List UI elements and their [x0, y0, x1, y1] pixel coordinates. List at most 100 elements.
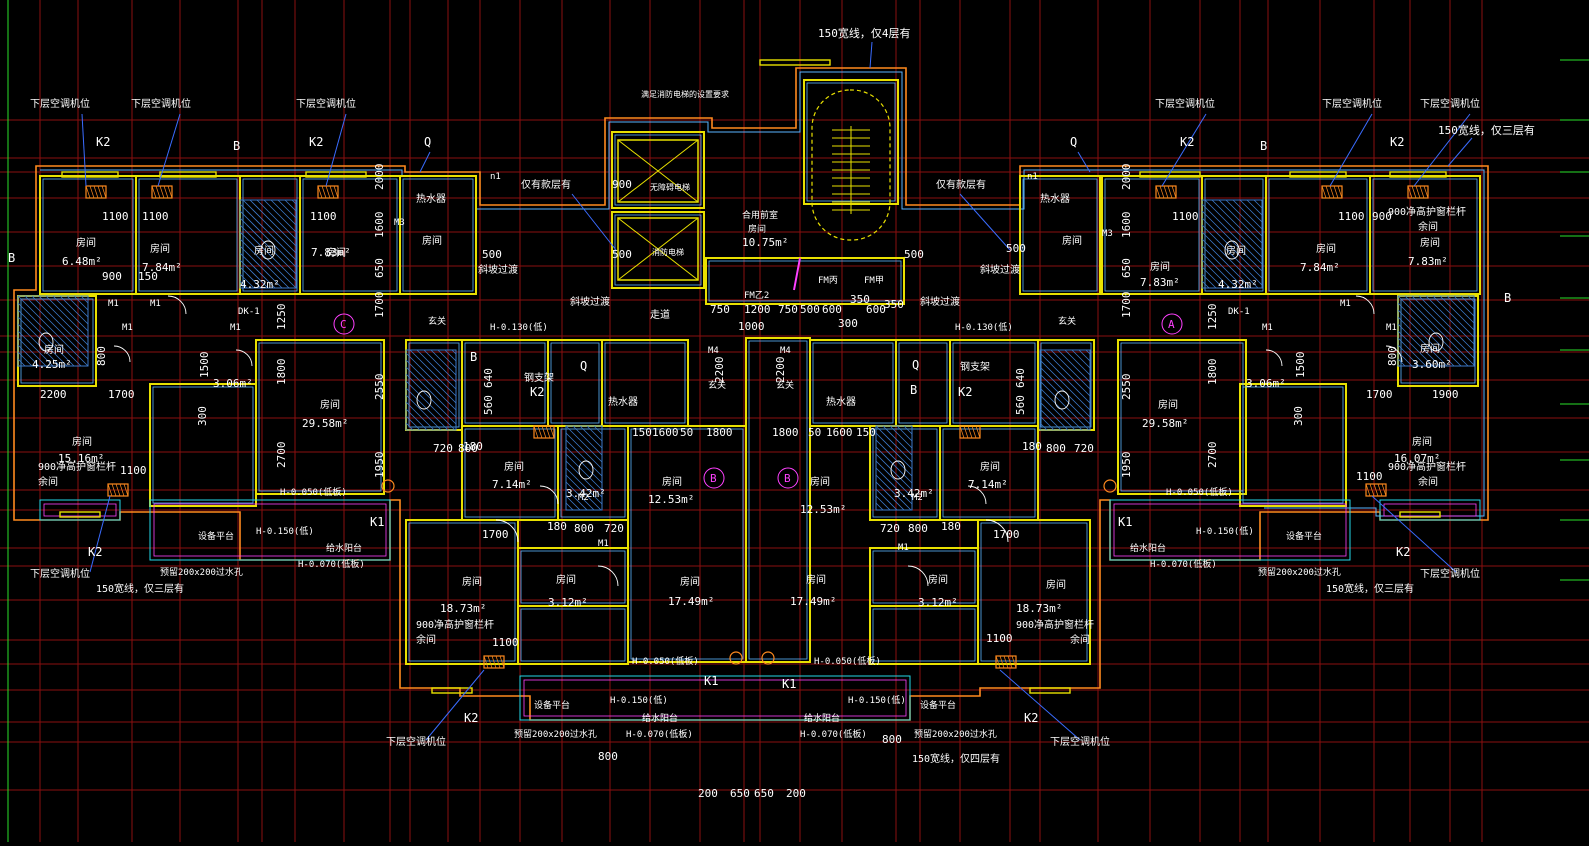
storage-l: 余间 — [38, 475, 58, 488]
b-label-2: B — [1260, 139, 1267, 153]
bath-hatch-line — [17, 330, 54, 367]
bath-hatch-line — [416, 349, 457, 390]
bath-hatch-line — [1418, 295, 1475, 352]
leader-line — [999, 669, 1081, 741]
bath-hatch-frame — [239, 199, 297, 289]
window-bar — [61, 171, 119, 178]
room-label-r4: 房间 — [1316, 242, 1336, 255]
bath-hatch-line — [284, 199, 297, 212]
k2-label-cl: K2 — [530, 385, 544, 399]
bath-hatch-line — [405, 401, 435, 431]
ac-hatch — [85, 185, 91, 199]
bath-hatch-line — [1039, 359, 1091, 411]
dim-2200-a: 2200 — [40, 388, 67, 401]
dk1-l: DK-1 — [238, 307, 260, 317]
steel-frame-r: 钢支架 — [960, 360, 990, 373]
bath-hatch-line — [1204, 199, 1263, 258]
dim-720-c: 720 — [880, 522, 900, 535]
bath-hatch-line — [451, 349, 457, 355]
room-label-4: 房间 — [326, 246, 346, 259]
ac-label-2: 下层空调机位 — [131, 97, 191, 110]
wall-rect-inner — [1104, 178, 1200, 292]
area-306-l: 3.06m² — [213, 377, 253, 390]
dim-1800-a: 1800 — [706, 426, 733, 439]
ac-hatch — [549, 425, 555, 439]
ac-unit — [533, 425, 555, 439]
window-bar — [305, 171, 367, 178]
bath-hatch-line — [1039, 422, 1048, 431]
h0150-cl: H-0.150(低) — [610, 694, 668, 706]
wall-rect — [869, 605, 979, 665]
axis-tag-b2-circle — [777, 467, 799, 489]
ac-hatch — [1415, 185, 1421, 199]
bath-hatch-line — [239, 252, 276, 289]
note-fire-lift-req: 满足消防电梯的设置要求 — [641, 89, 729, 99]
ac-hatch — [537, 425, 543, 439]
area-1873-l: 18.73m² — [440, 602, 486, 615]
area-432-r: 4.32m² — [1218, 278, 1258, 291]
rail-r-top: 900净高护窗栏杆 — [1388, 205, 1466, 218]
leader-line — [89, 495, 111, 573]
ac-hatch — [155, 185, 161, 199]
dim-720-d: 720 — [1074, 442, 1094, 455]
dim-1900-a: 1900 — [1432, 388, 1459, 401]
bath-hatch-line — [1201, 224, 1263, 286]
wall-rect — [611, 131, 705, 209]
ac-hatch — [1419, 185, 1425, 199]
area-1873-r: 18.73m² — [1016, 602, 1062, 615]
dim-500-b: 500 — [482, 248, 502, 261]
dim-350-b: 350 — [884, 298, 904, 311]
wall-rect-inner — [1372, 178, 1478, 292]
equip-r: 设备平台 — [1286, 530, 1322, 542]
dim-180-d: 180 — [1022, 440, 1042, 453]
wall-rect — [1369, 175, 1481, 295]
dim-v-650-l: 650 — [373, 258, 386, 278]
wall-rect-inner — [872, 550, 976, 604]
door-swing — [235, 349, 253, 367]
door-swing — [539, 485, 559, 505]
bath-hatch-line — [1201, 245, 1245, 289]
h0070-r: H-0.070(低板) — [1150, 558, 1217, 570]
ac-hatch — [101, 185, 107, 199]
dim-650-a: 650 — [730, 787, 750, 800]
wall-rect-inner — [152, 386, 254, 504]
dim-1600-a: 1600 — [652, 426, 679, 439]
wall-rect — [547, 339, 603, 427]
k2-label-4: K2 — [1390, 135, 1404, 149]
bath-hatch-line — [17, 309, 75, 367]
bath-hatch-line — [1446, 295, 1475, 324]
lift-cross — [617, 217, 699, 281]
wall-rect-inner — [520, 550, 626, 604]
wall-rect-inner — [1040, 342, 1092, 428]
ac-label-3: 下层空调机位 — [296, 97, 356, 110]
dim-1100-g: 1100 — [1172, 210, 1199, 223]
bath-hatch-line — [1397, 323, 1441, 367]
q-label-cl: Q — [580, 359, 587, 373]
ac-label-br: 下层空调机位 — [1420, 567, 1480, 580]
toilet-fixture — [1224, 240, 1240, 260]
lift-shaft — [617, 139, 699, 203]
ac-hatch — [1167, 185, 1173, 199]
bath-hatch-line — [896, 425, 913, 442]
dim-1000-a: 1000 — [738, 320, 765, 333]
bath-hatch-line — [1039, 380, 1090, 431]
bath-hatch-line — [239, 210, 297, 268]
building-outline — [13, 67, 1489, 721]
room-label-3: 房间 — [254, 244, 274, 257]
dim-v-2200-cl: 2200 — [713, 357, 726, 384]
wall-rect-inner — [1120, 342, 1244, 492]
k2-label-bl: K2 — [88, 545, 102, 559]
bath-hatch-line — [1201, 266, 1224, 289]
b-label-1: B — [233, 139, 240, 153]
area-784-r: 7.84m² — [1300, 261, 1340, 274]
bath-hatch-line — [1057, 349, 1091, 383]
bath-hatch-line — [1218, 199, 1263, 244]
ac-unit — [995, 655, 1017, 669]
bath-hatch-line — [405, 394, 442, 431]
bath-hatch-line — [52, 295, 89, 332]
balcony-band-inner — [43, 503, 117, 517]
ac-hatch — [151, 185, 157, 199]
leader-line — [1413, 113, 1471, 187]
door-swing — [167, 295, 187, 315]
bath-hatch-line — [565, 495, 581, 511]
